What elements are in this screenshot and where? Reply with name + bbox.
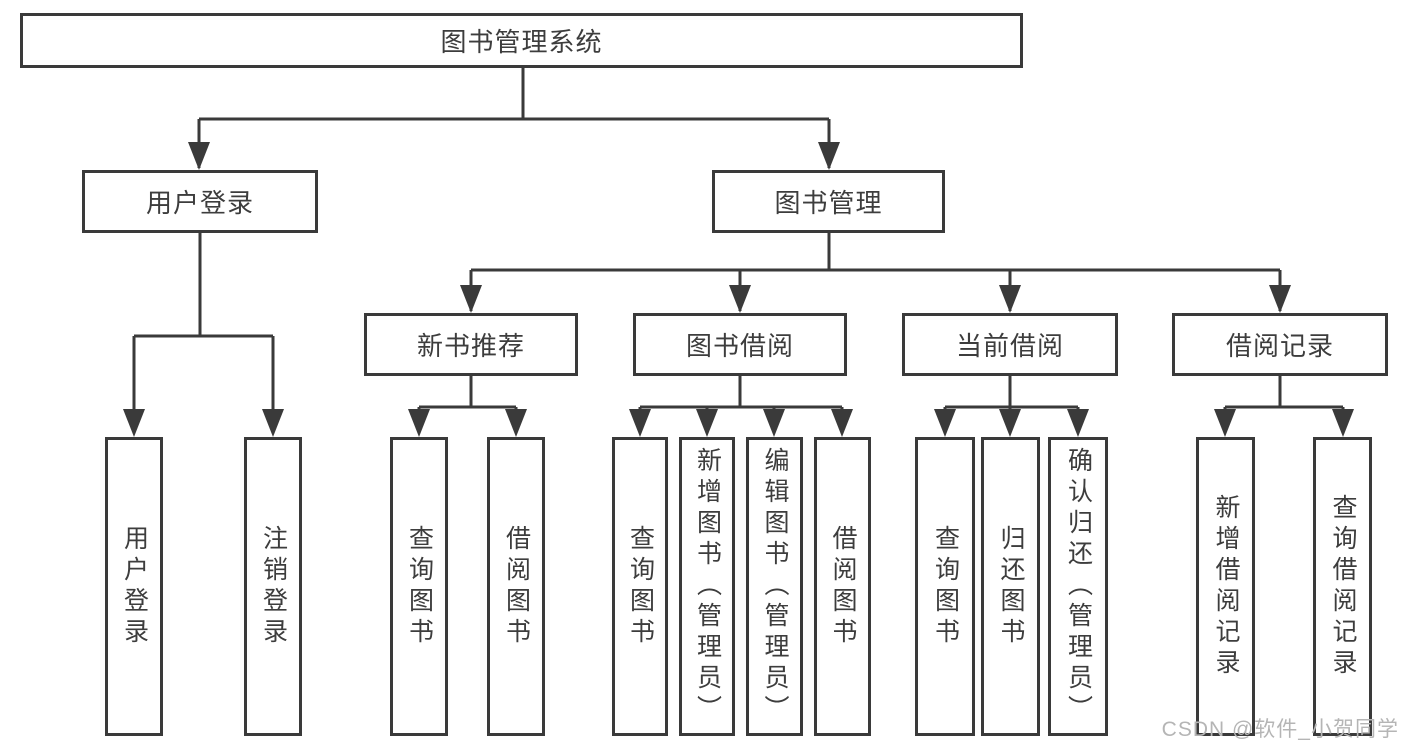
leaf-current-return-book: 归还图书 <box>981 437 1040 736</box>
node-library-management-system: 图书管理系统 <box>20 13 1023 68</box>
leaf-current-confirm-return-admin: 确认归还（管理员） <box>1048 437 1108 736</box>
leaf-record-query-borrow-record: 查询借阅记录 <box>1313 437 1372 736</box>
leaf-record-add-borrow-record: 新增借阅记录 <box>1196 437 1255 736</box>
node-user-login: 用户登录 <box>82 170 318 233</box>
leaf-logout-login: 注销登录 <box>244 437 302 736</box>
csdn-watermark: CSDN @软件_小贺同学 <box>1161 718 1399 741</box>
node-new-book-recommend: 新书推荐 <box>364 313 578 376</box>
leaf-borrow-edit-book-admin: 编辑图书（管理员） <box>746 437 803 736</box>
node-current-borrow: 当前借阅 <box>902 313 1118 376</box>
node-book-borrow: 图书借阅 <box>633 313 847 376</box>
node-book-management: 图书管理 <box>712 170 945 233</box>
leaf-borrow-query-book: 查询图书 <box>612 437 668 736</box>
leaf-borrow-borrow-book: 借阅图书 <box>814 437 871 736</box>
node-borrow-record: 借阅记录 <box>1172 313 1388 376</box>
leaf-recommend-query-book: 查询图书 <box>390 437 448 736</box>
leaf-current-query-book: 查询图书 <box>915 437 975 736</box>
leaf-user-login: 用户登录 <box>105 437 163 736</box>
leaf-recommend-borrow-book: 借阅图书 <box>487 437 545 736</box>
leaf-borrow-add-book-admin: 新增图书（管理员） <box>679 437 735 736</box>
